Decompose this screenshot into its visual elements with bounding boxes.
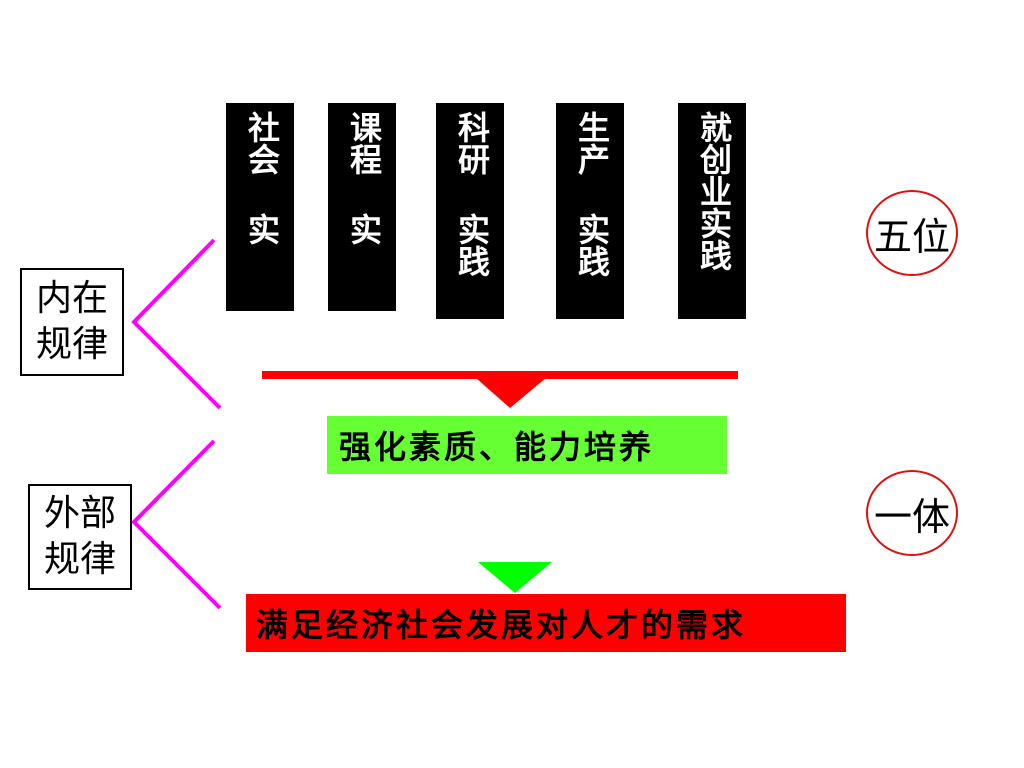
practice-bar-production: 生产 实践	[556, 103, 624, 319]
five-positions-label: 五位	[873, 214, 950, 259]
practice-bar-entrepreneurship: 就创业实践	[678, 103, 746, 319]
inner-law-box: 内在规律	[20, 268, 124, 376]
social-demand-label: 满足经济社会发展对人才的需求	[256, 606, 747, 644]
red-divider-bar	[262, 371, 738, 379]
outer-law-label: 外部规律	[43, 493, 116, 580]
practice-label: 课程 实	[345, 111, 383, 245]
quality-ability-label: 强化素质、能力培养	[339, 428, 655, 466]
red-down-arrow	[476, 378, 546, 408]
quality-ability-box: 强化素质、能力培养	[327, 416, 727, 474]
practice-label: 社会 实	[243, 111, 281, 245]
practice-label: 就创业实践	[695, 111, 733, 271]
practice-bar-research: 科研 实践	[436, 103, 504, 319]
one-body-circle: 一体	[866, 470, 958, 556]
one-body-label: 一体	[873, 494, 950, 539]
practice-bar-course: 课程 实	[328, 103, 396, 311]
outer-bracket	[131, 439, 222, 610]
green-down-arrow	[478, 562, 552, 593]
practice-label: 生产 实践	[573, 111, 611, 277]
outer-law-box: 外部规律	[28, 484, 132, 590]
practice-label: 科研 实践	[453, 111, 491, 277]
five-positions-circle: 五位	[866, 190, 958, 276]
social-demand-box: 满足经济社会发展对人才的需求	[246, 594, 846, 652]
inner-bracket	[131, 238, 222, 410]
inner-law-label: 内在规律	[35, 278, 108, 365]
practice-bar-social: 社会 实	[226, 103, 294, 311]
